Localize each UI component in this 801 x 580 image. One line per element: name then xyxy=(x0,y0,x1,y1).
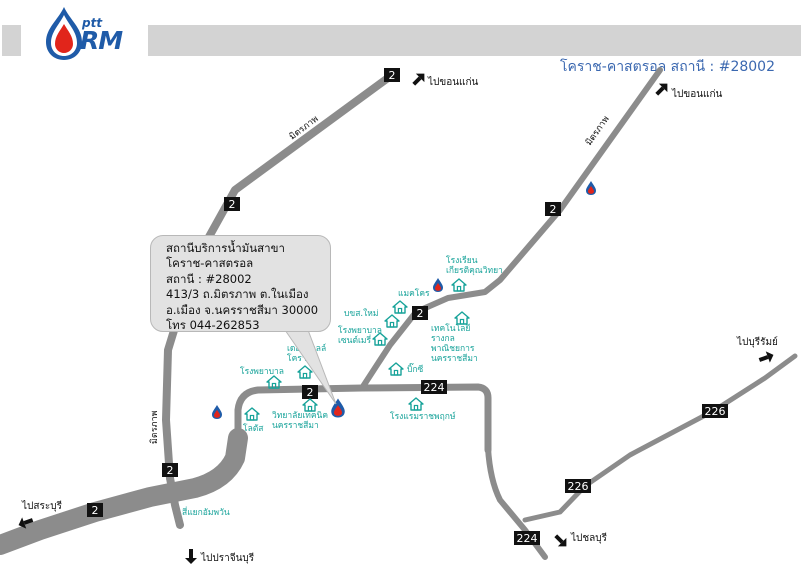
gas-station-icon xyxy=(433,278,443,292)
svg-text:2: 2 xyxy=(550,203,557,216)
route-shield-224-a: 224 xyxy=(421,380,447,394)
route-shield-2-g: 2 xyxy=(87,503,103,517)
target-gas-station-icon xyxy=(331,398,345,418)
route-shield-226-a: 226 xyxy=(702,404,728,418)
landmark-bus-terminal: บขส.ใหม่ xyxy=(344,308,378,319)
landmark-makro: แมคโคร xyxy=(398,288,430,299)
logo-rm-text: RM xyxy=(80,26,123,55)
header-bar: โคราช-คาสตรอล สถานี : #28002 xyxy=(148,25,801,75)
route-shield-2-b: 2 xyxy=(224,197,240,211)
svg-text:226: 226 xyxy=(705,405,726,418)
info-line-5: อ.เมือง จ.นครราชสีมา 30000 xyxy=(166,302,319,317)
route-shield-226-b: 226 xyxy=(565,479,591,493)
ptt-rm-logo: ptt RM xyxy=(42,6,132,62)
route-shield-2-a: 2 xyxy=(384,68,400,82)
arrow-up-right-icon xyxy=(655,83,668,96)
svg-text:2: 2 xyxy=(417,307,424,320)
college-icon xyxy=(302,398,318,412)
school-icon xyxy=(451,278,467,292)
gas-station-icon xyxy=(586,181,596,195)
direction-khonkaen-right: ไปขอนแก่น xyxy=(671,88,723,100)
road-saraburi xyxy=(0,428,248,555)
oil-drop-logo-icon xyxy=(46,7,82,60)
svg-text:2: 2 xyxy=(167,464,174,477)
landmark-school: โรงเรียนเกียรติคุณวิทยา xyxy=(446,255,503,276)
road-northeast-khonkaen xyxy=(359,67,663,391)
svg-text:224: 224 xyxy=(424,381,445,394)
direction-chonburi: ไปชลบุรี xyxy=(570,532,608,544)
info-line-6: โทร 044-262853 xyxy=(166,318,260,333)
road-main-east-west xyxy=(234,383,492,454)
info-line-4: 413/3 ถ.มิตรภาพ ต.ในเมือง xyxy=(166,287,309,302)
arrow-right-icon xyxy=(758,351,774,363)
bus-terminal-icon xyxy=(384,314,400,328)
road-prachinburi xyxy=(166,474,184,529)
landmark-hospital-central: โรงพยาบาลเซนต์เมรี่ xyxy=(338,325,382,346)
svg-text:224: 224 xyxy=(517,532,538,545)
road-226-east xyxy=(522,353,798,523)
landmark-tech-college: เทคโนโลยีรางกลพาณิชยการนครราชสีมา xyxy=(431,323,478,364)
svg-text:2: 2 xyxy=(389,69,396,82)
college-icon xyxy=(454,311,470,325)
landmark-bigc: บิ๊กซี xyxy=(407,362,424,375)
bigc-icon xyxy=(388,362,404,376)
landmark-hotel: โรงแรมราชพฤกษ์ xyxy=(390,411,456,422)
arrow-down-right-icon xyxy=(554,534,567,547)
hotel-icon xyxy=(408,397,424,411)
info-line-3: สถานี : #28002 xyxy=(166,271,252,286)
station-info-box: สถานีบริการน้ำมันสาขา โคราช-คาสตรอล สถาน… xyxy=(150,235,331,332)
svg-text:2: 2 xyxy=(92,504,99,517)
landmark-junction: สี่แยกอัมพวัน xyxy=(182,506,230,518)
route-shield-2-f: 2 xyxy=(162,463,178,477)
route-shields: 2 2 2 2 2 2 2 224 224 226 226 xyxy=(87,68,728,545)
header-left-bar xyxy=(2,25,21,56)
direction-saraburi: ไปสระบุรี xyxy=(21,500,63,512)
landmark-lotus: โลตัส xyxy=(243,423,264,434)
lotus-icon xyxy=(244,407,260,421)
route-shield-2-d: 2 xyxy=(412,306,428,320)
direction-prachinburi: ไปปราจีนบุรี xyxy=(200,552,255,564)
direction-khonkaen-left: ไปขอนแก่น xyxy=(427,76,479,88)
arrow-up-right-icon xyxy=(412,73,425,86)
info-line-1: สถานีบริการน้ำมันสาขา xyxy=(166,241,285,255)
gas-station-icon xyxy=(212,405,222,419)
route-shield-2-e: 2 xyxy=(302,385,318,399)
arrow-down-icon xyxy=(185,549,197,564)
arrow-left-icon xyxy=(18,517,34,529)
header-title: โคราช-คาสตรอล สถานี : #28002 xyxy=(560,59,775,75)
svg-text:2: 2 xyxy=(229,198,236,211)
direction-buriram: ไปบุรีรัมย์ xyxy=(736,336,778,348)
svg-text:2: 2 xyxy=(307,386,314,399)
info-line-2: โคราช-คาสตรอล xyxy=(166,256,254,271)
landmark-hospital-left: โรงพยาบาล xyxy=(240,366,284,377)
mall-icon xyxy=(297,365,313,379)
makro-icon xyxy=(392,300,408,314)
route-shield-2-c: 2 xyxy=(545,202,561,216)
landmark-tech-college-2: วิทยาลัยเทคนิคนครราชสีมา xyxy=(272,411,328,431)
road-224-south xyxy=(485,445,548,560)
route-shield-224-b: 224 xyxy=(514,531,540,545)
road-label-mittraphap-3: มิตรภาพ xyxy=(149,410,160,444)
svg-text:226: 226 xyxy=(568,480,589,493)
logo-ptt-text: ptt xyxy=(82,16,103,30)
